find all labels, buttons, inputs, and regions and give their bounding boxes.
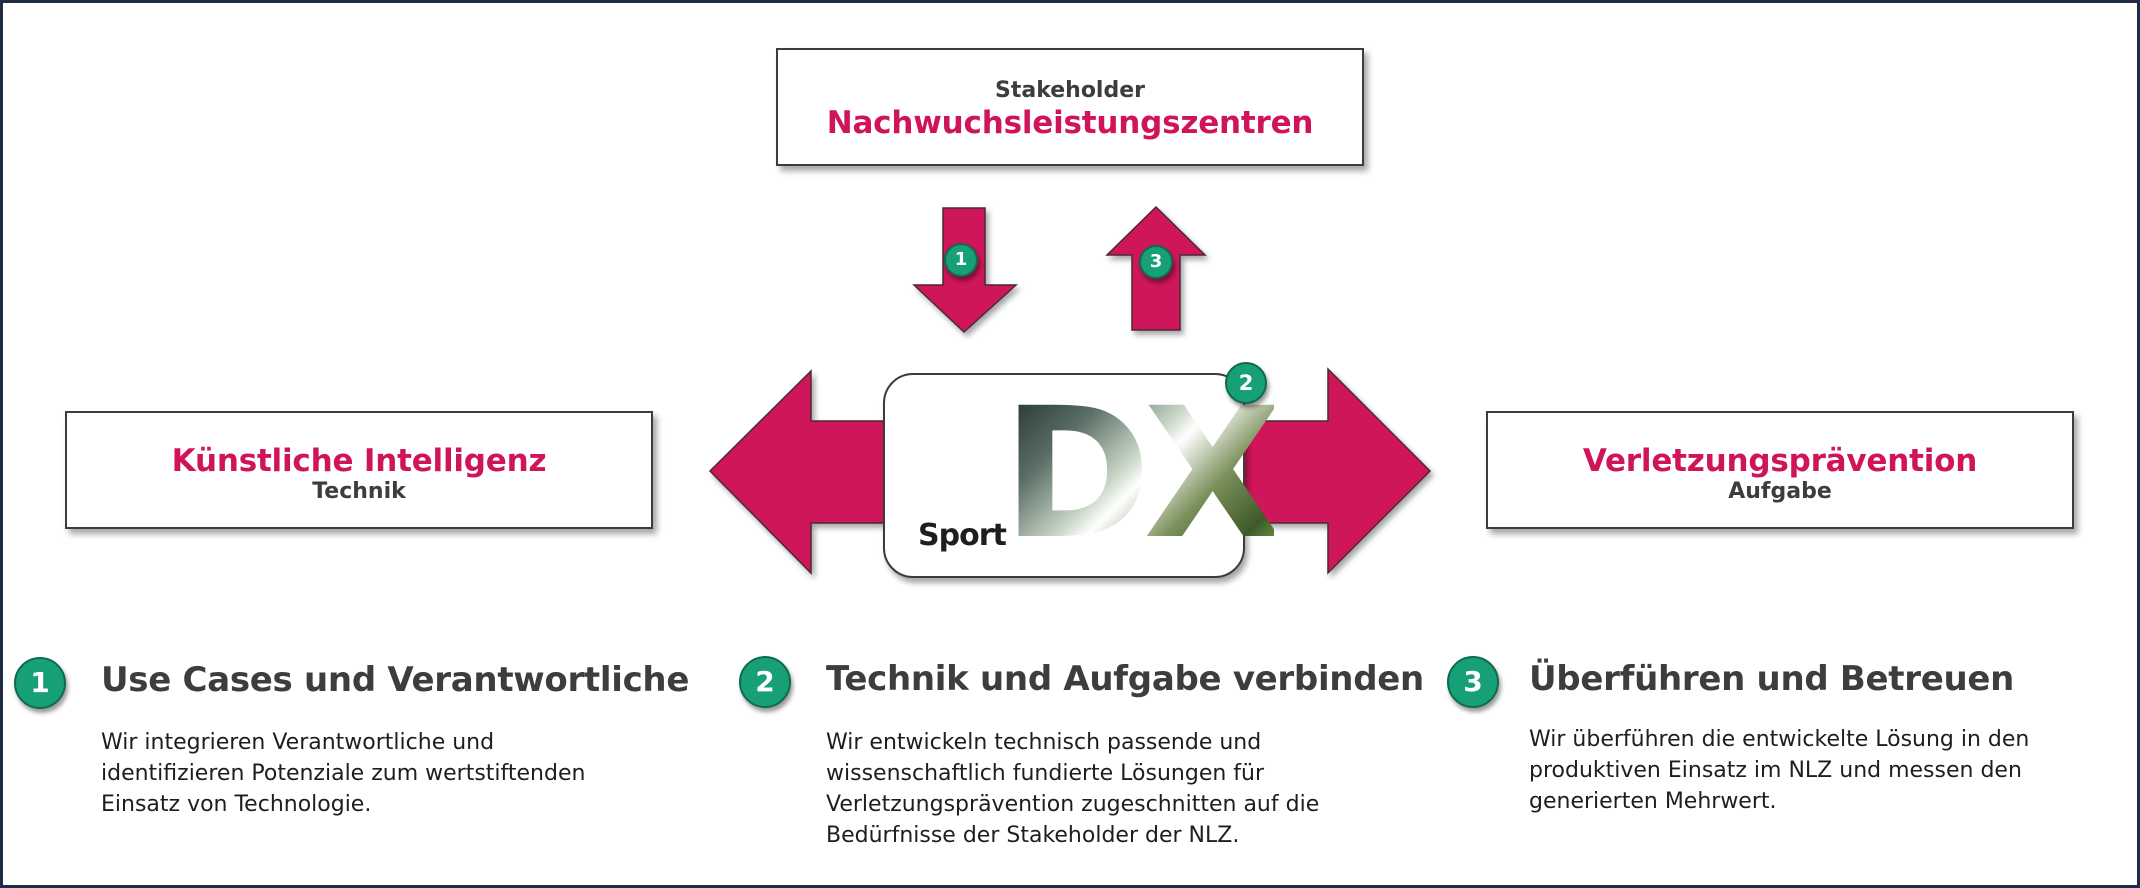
step-title: Technik und Aufgabe verbinden [826,659,1424,699]
step-badge-3: 3 [1139,245,1173,279]
step-number-badge: 3 [1447,656,1499,708]
step-description: Wir überführen die entwickelte Lösung in… [1529,727,2030,814]
aufgabe-title: Verletzungsprävention [1582,443,1978,479]
step-badge-2: 2 [1225,362,1267,404]
aufgabe-label: Aufgabe [1728,479,1832,504]
step-title: Use Cases und Verantwortliche [101,660,690,700]
arrow-right-icon [1239,367,1432,575]
stakeholder-title: Nachwuchsleistungszentren [826,105,1314,141]
step-badge-1: 1 [944,243,978,277]
step-description: Wir entwickeln technisch passende und wi… [826,730,1320,848]
technik-label: Technik [312,479,406,504]
technik-title: Künstliche Intelligenz [171,443,547,479]
stakeholder-box: Stakeholder Nachwuchsleistungszentren [776,48,1364,166]
step-number-badge: 1 [14,657,66,709]
logo-dx-mark: DX [1002,370,1282,579]
aufgabe-box: Verletzungsprävention Aufgabe [1486,411,2074,529]
stakeholder-label: Stakeholder [994,78,1145,103]
logo-sport-text: Sport [918,518,1007,553]
step-title: Überführen und Betreuen [1529,659,2015,699]
arrow-left-icon [708,369,891,575]
step-description: Wir integrieren Verantwortliche und iden… [101,730,586,817]
step-number-badge: 2 [739,656,791,708]
technik-box: Künstliche Intelligenz Technik [65,411,653,529]
sportdx-logo-box: Sport DX [883,373,1282,578]
